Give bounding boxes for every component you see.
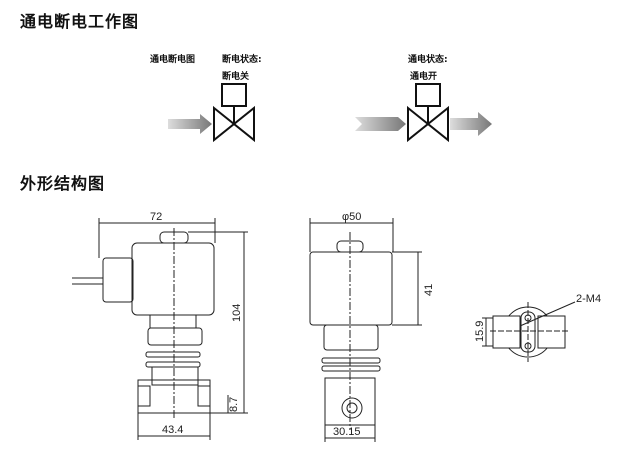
dim-port-width: 30.15 [333,426,361,438]
valve-off-symbol [168,83,255,143]
dim-coil-height: 41 [423,284,435,296]
diagram-title: 通电断电图 [150,55,196,65]
valve-on-symbol [355,83,492,143]
dim-mount-spacing: 15.9 [474,321,486,342]
dim-mount-thread: 2-M4 [576,293,601,305]
flow-arrow-in [355,117,406,131]
on-state-value: 通电开 [410,72,438,82]
dim-base-height: 8.7 [228,397,240,412]
dim-width: 72 [150,211,162,223]
bottom-view [482,301,576,362]
dim-base-width: 43.4 [162,424,183,436]
flow-arrow-blocked [168,114,212,134]
off-state-value: 断电关 [222,72,250,82]
side-view [309,218,422,442]
front-view [72,218,248,440]
outline-heading: 外形结构图 [20,174,106,193]
dim-height: 104 [231,304,243,322]
dim-coil-diameter: φ50 [342,211,361,223]
working-diagram-heading: 通电断电工作图 [20,12,140,31]
off-state-label: 断电状态: [222,55,262,65]
flow-arrow-out [450,112,492,136]
on-state-label: 通电状态: [408,55,448,65]
